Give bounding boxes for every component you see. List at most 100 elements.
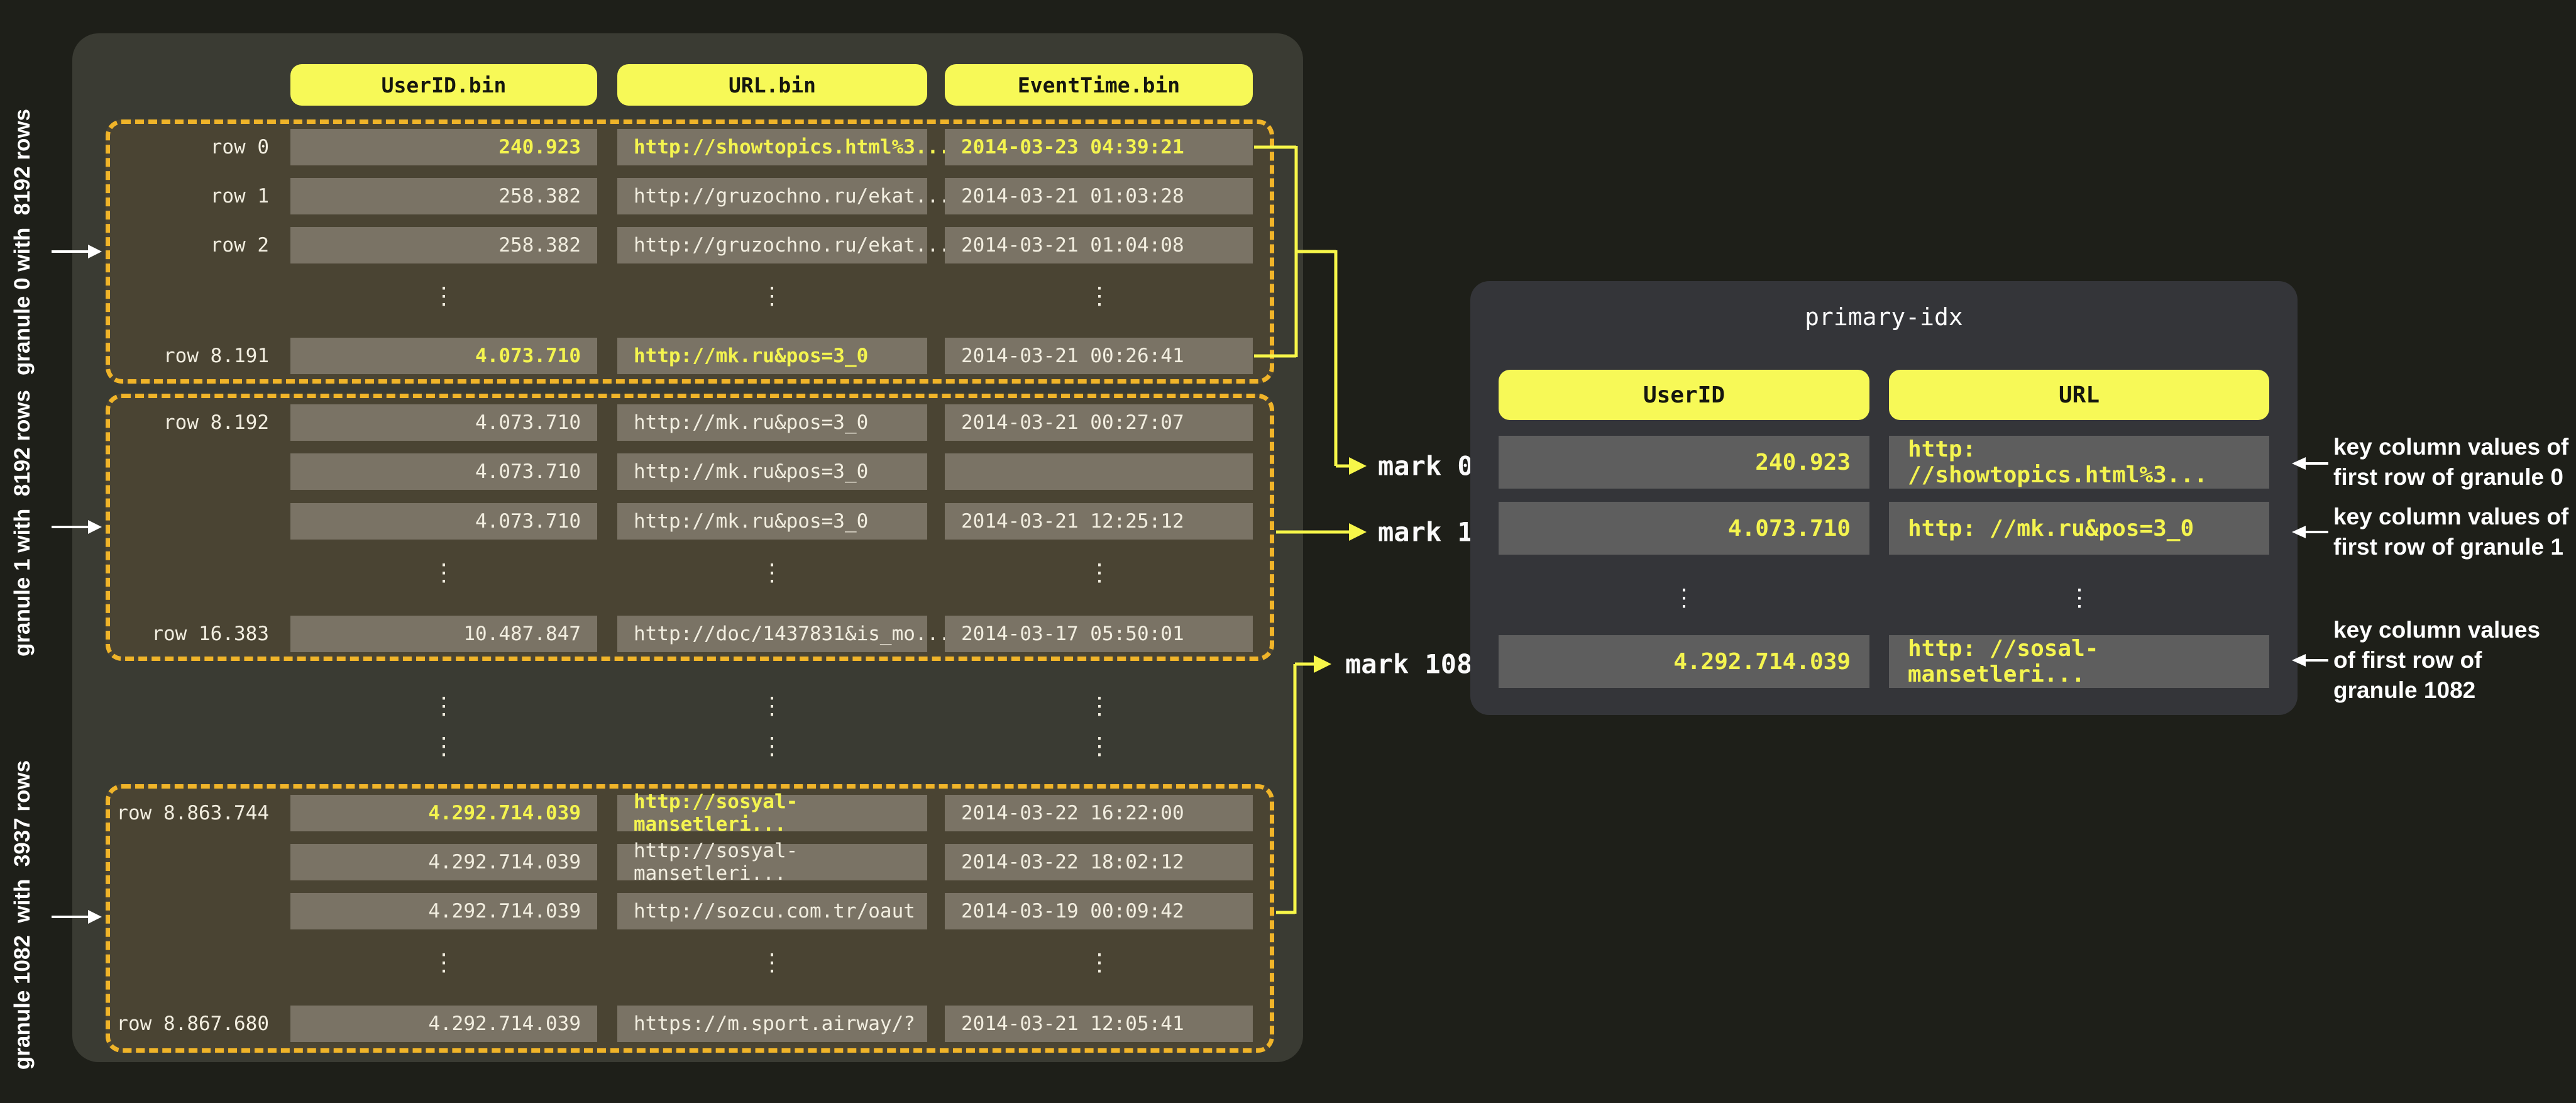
index-cell-userid: 240.923 xyxy=(1499,436,1869,489)
row-label xyxy=(110,844,269,880)
cell-eventtime: 2014-03-17 05:50:01 xyxy=(945,616,1253,652)
ellipsis-userid: ⋮ xyxy=(432,692,456,719)
index-column-url: URL xyxy=(1889,370,2269,420)
table-row: 4.292.714.039 http://sozcu.com.tr/oaut 2… xyxy=(0,893,2576,929)
file-header-userid-bin: UserID.bin xyxy=(290,64,597,106)
cell-userid: 4.292.714.039 xyxy=(290,844,597,880)
ellipsis-url: ⋮ xyxy=(760,282,784,309)
row-label: row 2 xyxy=(210,234,269,257)
cell-userid: 4.073.710 xyxy=(290,453,597,490)
annotation-line: granule 1082 xyxy=(2333,677,2476,703)
mark-1082-label: mark 1082 xyxy=(1345,648,1489,680)
table-row: row 8.191 4.073.710 http://mk.ru&pos=3_0… xyxy=(0,338,2576,374)
cell-eventtime: 2014-03-21 12:05:41 xyxy=(945,1006,1253,1042)
ellipsis-url: ⋮ xyxy=(760,692,784,719)
cell-url: http://sosyal-mansetleri... xyxy=(617,790,927,836)
annotation-granule-0: key column values of first row of granule… xyxy=(2333,432,2568,492)
table-row: row 1 258.382 http://gruzochno.ru/ekat..… xyxy=(0,178,2576,214)
table-row: 4.073.710 http://mk.ru&pos=3_0 xyxy=(0,453,2576,490)
cell-eventtime: 2014-03-21 00:27:07 xyxy=(945,404,1253,441)
cell-eventtime xyxy=(945,453,1253,490)
granule-1082-side-label: granule 1082 with 3937 rows xyxy=(10,760,35,1070)
cell-url: http://mk.ru&pos=3_0 xyxy=(617,453,927,490)
cell-userid: 10.487.847 xyxy=(290,616,597,652)
mark-1082-arrowhead xyxy=(1314,655,1331,673)
granule-0-side-label: granule 0 with 8192 rows xyxy=(10,108,35,376)
annotation-line: first row of granule 1 xyxy=(2333,534,2563,560)
table-row: row 2 258.382 http://gruzochno.ru/ekat..… xyxy=(0,227,2576,263)
ellipsis-index-url: ⋮ xyxy=(2067,584,2091,611)
ellipsis-userid: ⋮ xyxy=(432,732,456,760)
cell-url: http://mk.ru&pos=3_0 xyxy=(617,338,927,374)
row-label: row 8.867.680 xyxy=(116,1012,269,1035)
cell-url: http://mk.ru&pos=3_0 xyxy=(617,503,927,540)
index-column-userid: UserID xyxy=(1499,370,1869,420)
cell-userid: 4.292.714.039 xyxy=(290,893,597,929)
file-header-url-bin: URL.bin xyxy=(617,64,927,106)
granule-1-side-label: granule 1 with 8192 rows xyxy=(10,389,35,657)
index-cell-url: http: //mk.ru&pos=3_0 xyxy=(1889,502,2269,555)
row-label: row 8.863.744 xyxy=(116,802,269,824)
ellipsis-eventtime: ⋮ xyxy=(1087,692,1111,719)
cell-eventtime: 2014-03-21 00:26:41 xyxy=(945,338,1253,374)
cell-userid: 258.382 xyxy=(290,227,597,263)
table-row: row 8.863.744 4.292.714.039 http://sosya… xyxy=(0,790,2576,836)
cell-userid: 4.073.710 xyxy=(290,404,597,441)
cell-url: https://m.sport.airway/? xyxy=(617,1006,927,1042)
annotation-line: first row of granule 0 xyxy=(2333,464,2563,490)
row-label: row 1 xyxy=(210,185,269,208)
row-label xyxy=(110,503,269,540)
ellipsis-eventtime: ⋮ xyxy=(1087,558,1111,586)
annotation-line: key column values of xyxy=(2333,434,2569,460)
index-cell-userid: 4.292.714.039 xyxy=(1499,635,1869,688)
table-row: row 8.867.680 4.292.714.039 https://m.sp… xyxy=(0,1006,2576,1042)
index-cell-url: http: //sosal-mansetleri... xyxy=(1889,635,2269,688)
primary-index-title: primary-idx xyxy=(1805,303,1963,331)
cell-eventtime: 2014-03-21 12:25:12 xyxy=(945,503,1253,540)
index-cell-userid: 4.073.710 xyxy=(1499,502,1869,555)
table-row: row 8.192 4.073.710 http://mk.ru&pos=3_0… xyxy=(0,404,2576,441)
cell-eventtime: 2014-03-22 18:02:12 xyxy=(945,844,1253,880)
row-label: row 8.192 xyxy=(163,411,269,434)
ellipsis-url: ⋮ xyxy=(760,948,784,976)
ellipsis-url: ⋮ xyxy=(760,732,784,760)
cell-eventtime: 2014-03-21 01:03:28 xyxy=(945,178,1253,214)
ellipsis-eventtime: ⋮ xyxy=(1087,732,1111,760)
row-label: row 8.191 xyxy=(163,345,269,367)
ellipsis-userid: ⋮ xyxy=(432,558,456,586)
ellipsis-eventtime: ⋮ xyxy=(1087,282,1111,309)
row-label xyxy=(110,453,269,490)
cell-userid: 258.382 xyxy=(290,178,597,214)
cell-userid: 240.923 xyxy=(290,129,597,165)
cell-url: http://gruzochno.ru/ekat... xyxy=(617,227,950,263)
ellipsis-url: ⋮ xyxy=(760,558,784,586)
mark-0-label: mark 0 xyxy=(1378,450,1473,482)
cell-eventtime: 2014-03-19 00:09:42 xyxy=(945,893,1253,929)
cell-userid: 4.292.714.039 xyxy=(290,795,597,831)
cell-eventtime: 2014-03-22 16:22:00 xyxy=(945,795,1253,831)
table-row: row 0 240.923 http://showtopics.html%3..… xyxy=(0,129,2576,165)
ellipsis-eventtime: ⋮ xyxy=(1087,948,1111,976)
cell-url: http://sosyal-mansetleri... xyxy=(617,840,927,885)
index-cell-url: http: //showtopics.html%3... xyxy=(1889,436,2269,489)
cell-url: http://doc/1437831&is_mo... xyxy=(617,616,950,652)
row-label: row 0 xyxy=(210,136,269,158)
annotation-line: of first row of xyxy=(2333,647,2482,673)
cell-url: http://mk.ru&pos=3_0 xyxy=(617,404,927,441)
cell-url: http://sozcu.com.tr/oaut xyxy=(617,893,927,929)
file-header-eventtime-bin: EventTime.bin xyxy=(945,64,1253,106)
ellipsis-userid: ⋮ xyxy=(432,948,456,976)
table-row: row 16.383 10.487.847 http://doc/1437831… xyxy=(0,616,2576,652)
cell-userid: 4.073.710 xyxy=(290,503,597,540)
row-label: row 16.383 xyxy=(151,623,269,645)
mark-1-label: mark 1 xyxy=(1378,516,1473,548)
cell-url: http://gruzochno.ru/ekat... xyxy=(617,178,950,214)
cell-userid: 4.073.710 xyxy=(290,338,597,374)
ellipsis-index-userid: ⋮ xyxy=(1672,584,1696,611)
table-row: 4.292.714.039 http://sosyal-mansetleri..… xyxy=(0,840,2576,885)
cell-eventtime: 2014-03-23 04:39:21 xyxy=(945,129,1253,165)
row-label xyxy=(110,893,269,929)
